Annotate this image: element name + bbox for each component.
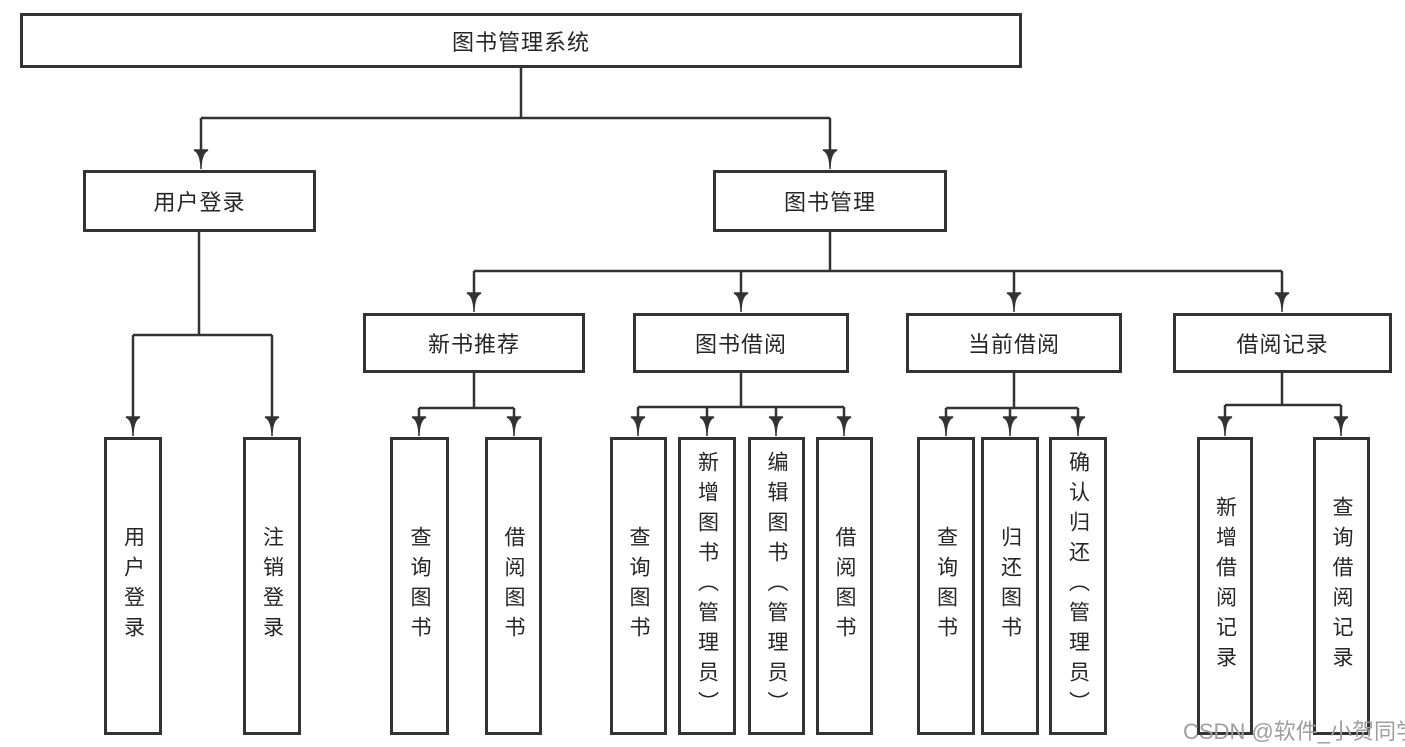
leaf-logout: 注销登录 <box>243 437 301 735</box>
leaf-borrow-book: 借阅图书 <box>816 437 873 735</box>
node-book-management-label: 图书管理 <box>783 190 876 215</box>
leaf-record-query-label: 查询借阅记录 <box>1330 496 1353 676</box>
leaf-newbook-borrow: 借阅图书 <box>485 437 542 735</box>
leaf-logout-label: 注销登录 <box>260 526 284 646</box>
node-current-borrow: 当前借阅 <box>906 313 1122 373</box>
leaf-borrow-book-label: 借阅图书 <box>833 526 856 646</box>
node-borrow-record-label: 借阅记录 <box>1236 332 1329 357</box>
node-root-label: 图书管理系统 <box>451 29 590 55</box>
csdn-watermark: CSDN @软件_小贺同学 <box>1183 719 1405 744</box>
node-book-borrow: 图书借阅 <box>633 313 849 373</box>
leaf-current-query-label: 查询图书 <box>934 526 958 646</box>
leaf-record-add-label: 新增借阅记录 <box>1213 496 1237 676</box>
leaf-borrow-query: 查询图书 <box>610 437 667 735</box>
node-borrow-record: 借阅记录 <box>1173 313 1392 373</box>
leaf-borrow-add-admin-label: 新增图书（管理员） <box>695 451 719 721</box>
node-book-borrow-label: 图书借阅 <box>694 332 787 357</box>
leaf-borrow-query-label: 查询图书 <box>627 526 650 646</box>
node-new-book-recommend: 新书推荐 <box>363 313 585 373</box>
leaf-user-login: 用户登录 <box>104 437 162 735</box>
leaf-record-query: 查询借阅记录 <box>1313 437 1370 735</box>
node-root: 图书管理系统 <box>20 13 1022 68</box>
leaf-newbook-borrow-label: 借阅图书 <box>502 526 525 646</box>
node-user-login: 用户登录 <box>83 170 316 232</box>
leaf-borrow-add-admin: 新增图书（管理员） <box>678 437 736 735</box>
leaf-borrow-edit-admin: 编辑图书（管理员） <box>748 437 805 735</box>
node-new-book-recommend-label: 新书推荐 <box>427 332 520 357</box>
leaf-record-add: 新增借阅记录 <box>1197 437 1253 735</box>
leaf-current-return: 归还图书 <box>981 437 1039 735</box>
leaf-newbook-query-label: 查询图书 <box>408 526 431 646</box>
leaf-current-return-label: 归还图书 <box>998 526 1022 646</box>
node-current-borrow-label: 当前借阅 <box>967 332 1060 357</box>
leaf-borrow-edit-admin-label: 编辑图书（管理员） <box>765 451 788 721</box>
leaf-newbook-query: 查询图书 <box>390 437 449 735</box>
leaf-current-confirm-admin-label: 确认归还（管理员） <box>1066 451 1090 721</box>
node-user-login-label: 用户登录 <box>153 190 246 215</box>
leaf-current-confirm-admin: 确认归还（管理员） <box>1049 437 1107 735</box>
leaf-user-login-label: 用户登录 <box>121 526 145 646</box>
node-book-management: 图书管理 <box>713 170 947 232</box>
leaf-current-query: 查询图书 <box>917 437 975 735</box>
